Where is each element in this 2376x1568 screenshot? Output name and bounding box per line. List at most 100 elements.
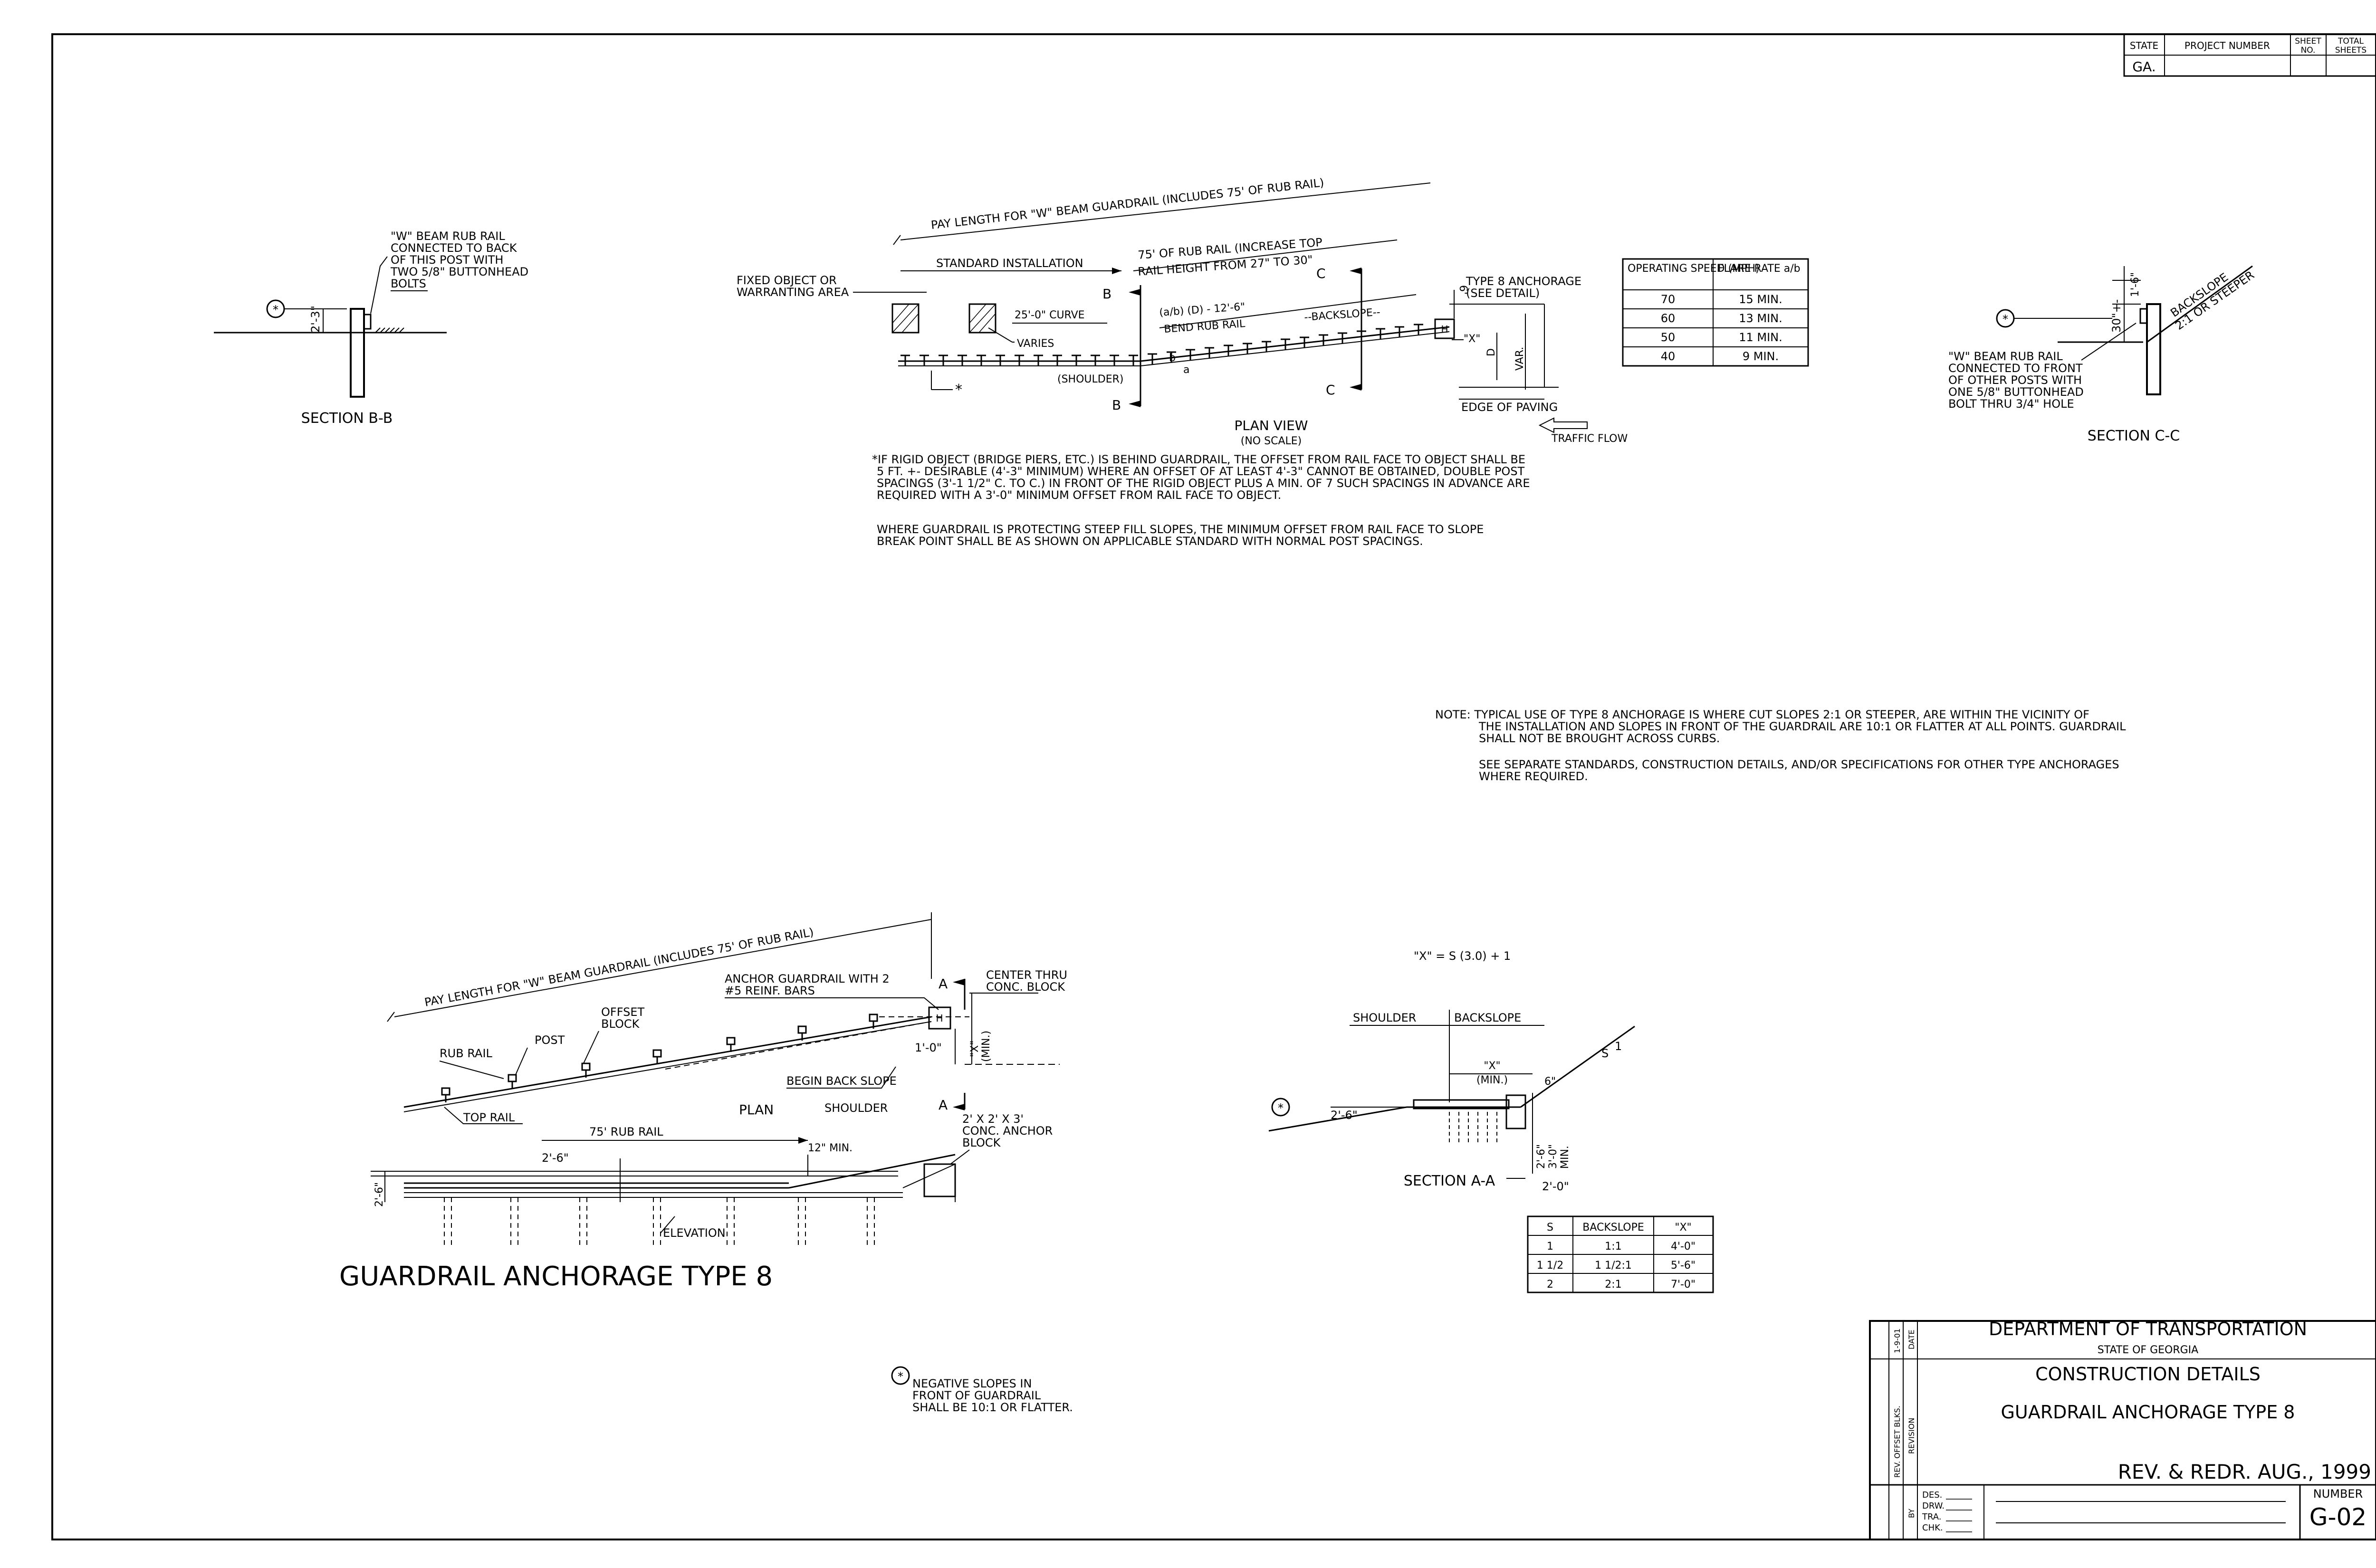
revised-date: REV. & REDR. AUG., 1999 (2118, 1460, 2371, 1483)
type8-note-2: THE INSTALLATION AND SLOPES IN FRONT OF … (1478, 720, 2126, 733)
project-number-label: PROJECT NUMBER (2184, 40, 2270, 51)
traffic-flow: TRAFFIC FLOW (1551, 433, 1628, 445)
post-embedment-lines (444, 1197, 875, 1245)
flare-row-1-rate: 15 MIN. (1739, 293, 1782, 306)
negative-note-3: SHALL BE 10:1 OR FLATTER. (912, 1401, 1073, 1414)
svg-text:*: * (2002, 313, 2008, 326)
aa-table-header-x: "X" (1675, 1222, 1691, 1233)
flare-row-4-rate: 9 MIN. (1743, 350, 1779, 363)
varies-label: VARIES (1017, 338, 1054, 350)
plan-view-detail: PAY LENGTH FOR "W" BEAM GUARDRAIL (INCLU… (737, 176, 1628, 447)
conc-block-3: BLOCK (962, 1136, 1001, 1149)
curve-label: 25'-0" CURVE (1015, 309, 1085, 321)
des-label: DES. (1922, 1490, 1942, 1500)
fixed-object-box-1 (891, 303, 920, 334)
svg-text:H: H (936, 1013, 943, 1024)
aa-row-2-slope: 1 1/2:1 (1595, 1260, 1632, 1272)
rub-rail-label: RUB RAIL (440, 1047, 493, 1060)
flare-row-3-speed: 50 (1661, 331, 1676, 344)
flare-header-speed: OPERATING SPEED (MPH) (1628, 263, 1760, 275)
aa-dim-v2: 3'-0" (1547, 1144, 1559, 1169)
cc-dim: 30"+- (2110, 299, 2123, 333)
cut-b-bottom: B (1112, 397, 1121, 413)
by-label: BY (1907, 1509, 1916, 1518)
section-aa-detail: "X" = S (3.0) + 1 SHOULDER BACKSLOPE S 1… (1268, 949, 1714, 1293)
bb-callout-3: OF THIS POST WITH (391, 253, 503, 267)
backslope-table: S BACKSLOPE "X" 1 1:1 4'-0" 1 1/2 1 1/2:… (1527, 1215, 1714, 1293)
aa-anchor-block (1505, 1094, 1526, 1129)
rub-rail-bb (363, 314, 372, 330)
elevation-label: ELEVATION (663, 1226, 726, 1240)
flare-rate-table: OPERATING SPEED (MPH) FLARE RATE a/b 70 … (1622, 258, 1809, 367)
a-label: a (1183, 364, 1189, 376)
x-formula: "X" = S (3.0) + 1 (1414, 949, 1511, 963)
aa-s: S (1601, 1047, 1609, 1060)
type8-anchor-block (1434, 318, 1455, 339)
x-min-2: (MIN.) (980, 1031, 992, 1062)
aa-backslope: BACKSLOPE (1454, 1011, 1521, 1024)
aa-x-min: (MIN.) (1476, 1074, 1508, 1086)
edge-of-paving: EDGE OF PAVING (1461, 401, 1558, 414)
bend-rub-rail: BEND RUB RAIL (1164, 318, 1246, 335)
shoulder-label: (SHOULDER) (1057, 373, 1123, 385)
flare-row-4-speed: 40 (1661, 350, 1676, 363)
bb-callout-1: "W" BEAM RUB RAIL (391, 229, 505, 243)
x-label: "X" (1464, 333, 1480, 345)
var-label: VAR. (1514, 347, 1526, 371)
sheet-border (51, 33, 2376, 1540)
total-sheets-label-1: TOTAL (2338, 37, 2364, 46)
svg-text:*: * (1278, 1101, 1284, 1115)
fixed-object-1: FIXED OBJECT OR (737, 274, 837, 287)
cut-a-bottom: A (939, 1097, 948, 1113)
conc-block-plan (928, 1006, 951, 1030)
flare-row-2-rate: 13 MIN. (1739, 312, 1782, 325)
x-min-1: "X" (969, 1041, 981, 1057)
type8-note-1: NOTE: TYPICAL USE OF TYPE 8 ANCHORAGE IS… (1435, 708, 2089, 721)
rev-date-label: DATE (1907, 1329, 1916, 1349)
b-label: b (1169, 352, 1176, 364)
aa-row-2-s: 1 1/2 (1537, 1260, 1563, 1272)
cc-dim-top: 1'-6" (2129, 272, 2141, 297)
cc-callout-5: BOLT THRU 3/4" HOLE (1948, 397, 2074, 411)
bb-callout-4: TWO 5/8" BUTTONHEAD (390, 265, 528, 278)
anchorage-title: GUARDRAIL ANCHORAGE TYPE 8 (339, 1261, 773, 1292)
flare-row-2-speed: 60 (1661, 312, 1676, 325)
negative-note-1: NEGATIVE SLOPES IN (912, 1377, 1032, 1390)
aa-row-3-slope: 2:1 (1605, 1279, 1621, 1291)
rigid-note-2: 5 FT. +- DESIRABLE (4'-3" MINIMUM) WHERE… (877, 465, 1525, 478)
section-aa-label: SECTION A-A (1404, 1173, 1495, 1189)
svg-text:H: H (1441, 324, 1448, 335)
anchor-callout-2: #5 REINF. BARS (725, 984, 815, 997)
aa-row-3-x: 7'-0" (1671, 1279, 1696, 1291)
cc-callout-3: OF OTHER POSTS WITH (1948, 373, 2082, 387)
dim-6: 6' (1457, 285, 1469, 295)
anchorage-posts (441, 1013, 878, 1102)
plan-label: PLAN (739, 1102, 774, 1118)
flare-row-1-speed: 70 (1661, 293, 1676, 306)
bb-callout-5: BOLTS (391, 277, 426, 290)
notes-block: *IF RIGID OBJECT (BRIDGE PIERS, ETC.) IS… (872, 453, 2126, 1414)
sheet-title-block: 1-9-01 DATE REV. OFFSET BLKS. REVISION B… (1869, 1319, 2376, 1540)
post-bb (350, 308, 365, 398)
aa-two-six-h: 2'-6" (1331, 1109, 1358, 1122)
rub-rail-75-label: 75' RUB RAIL (589, 1125, 663, 1138)
negative-note-2: FRONT OF GUARDRAIL (912, 1389, 1041, 1402)
construction-details: CONSTRUCTION DETAILS (2035, 1364, 2261, 1385)
svg-text:*: * (273, 303, 278, 316)
sheet-number: G-02 (2309, 1503, 2366, 1531)
rev-label: REVISION (1907, 1418, 1916, 1454)
total-sheets-label-2: SHEETS (2335, 46, 2366, 55)
steep-note-2: BREAK POINT SHALL BE AS SHOWN ON APPLICA… (877, 535, 1423, 548)
section-cc-label: SECTION C-C (2088, 428, 2180, 444)
d-label: D (1485, 348, 1497, 356)
flare-row-3-rate: 11 MIN. (1739, 331, 1782, 344)
state-label: STATE (2130, 40, 2158, 51)
standard-installation: STANDARD INSTALLATION (936, 257, 1083, 270)
center-thru-2: CONC. BLOCK (986, 980, 1065, 994)
aa-row-3-s: 2 (1547, 1279, 1553, 1291)
section-cc-detail: 1'-6" 30"+- * BACKSLOPE 2:1 OR STEEPER "… (1948, 265, 2257, 444)
sheet-no-label-2: NO. (2301, 46, 2316, 55)
two-six-elev: 2'-6" (542, 1151, 569, 1165)
cut-c-bottom: C (1326, 382, 1335, 398)
